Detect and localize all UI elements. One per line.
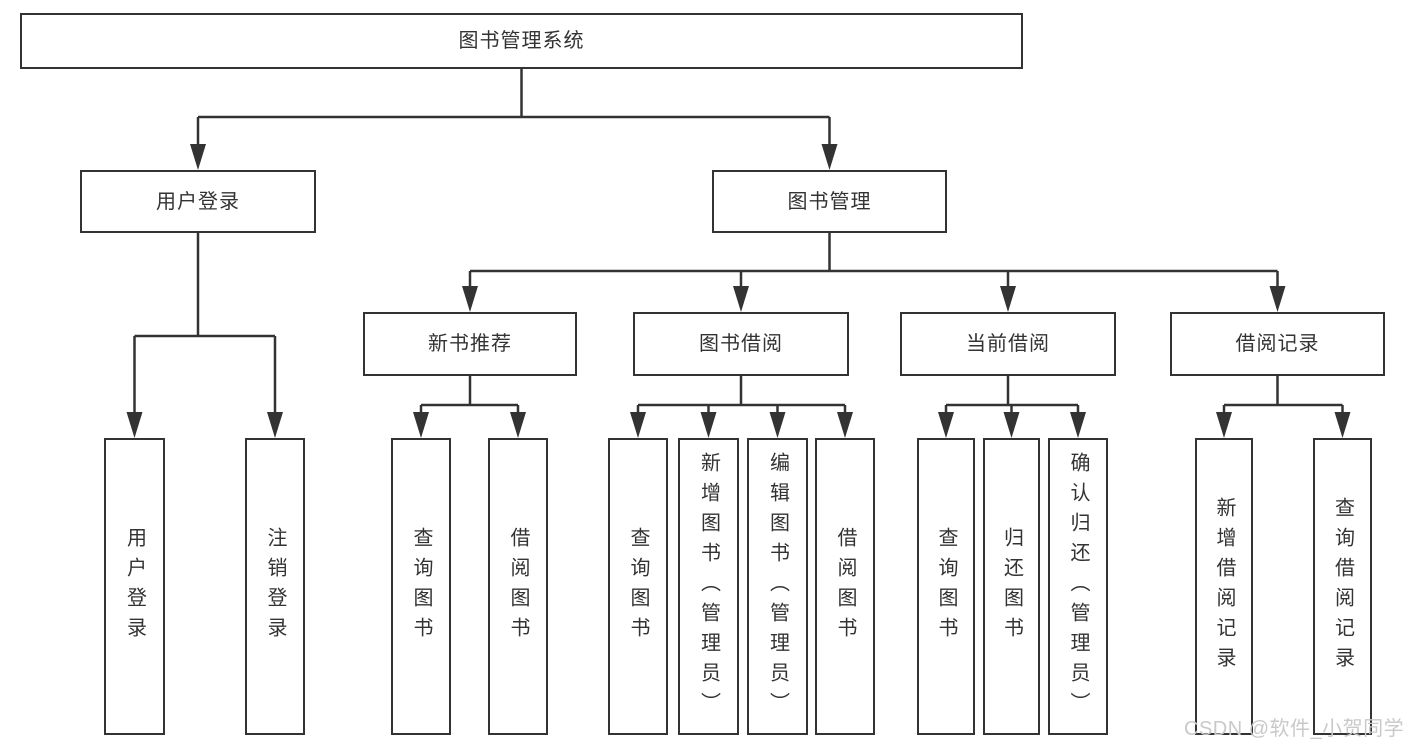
leaf-user-login: 用户登录: [104, 438, 165, 735]
node-borrow-records: 借阅记录: [1170, 312, 1385, 376]
leaf-add-book-admin: 新增图书（管理员）: [678, 438, 739, 735]
csdn-watermark: CSDN @软件_小贺同学: [1184, 718, 1405, 740]
leaf-edit-book-admin: 编辑图书（管理员）: [747, 438, 808, 735]
node-system-root: 图书管理系统: [20, 13, 1023, 69]
node-user-login: 用户登录: [80, 170, 316, 233]
node-current-borrow: 当前借阅: [900, 312, 1116, 376]
leaf-current-query-book: 查询图书: [917, 438, 975, 735]
node-book-borrow: 图书借阅: [633, 312, 849, 376]
node-new-book-recommend: 新书推荐: [363, 312, 577, 376]
leaf-recommend-borrow-book: 借阅图书: [488, 438, 548, 735]
leaf-borrow-book: 借阅图书: [815, 438, 875, 735]
leaf-logout: 注销登录: [245, 438, 305, 735]
leaf-query-borrow-record: 查询借阅记录: [1313, 438, 1372, 735]
leaf-return-book: 归还图书: [983, 438, 1040, 735]
leaf-confirm-return-admin: 确认归还（管理员）: [1048, 438, 1108, 735]
node-book-management: 图书管理: [712, 170, 947, 233]
leaf-recommend-query-book: 查询图书: [391, 438, 451, 735]
leaf-borrow-query-book: 查询图书: [608, 438, 668, 735]
leaf-add-borrow-record: 新增借阅记录: [1195, 438, 1253, 735]
